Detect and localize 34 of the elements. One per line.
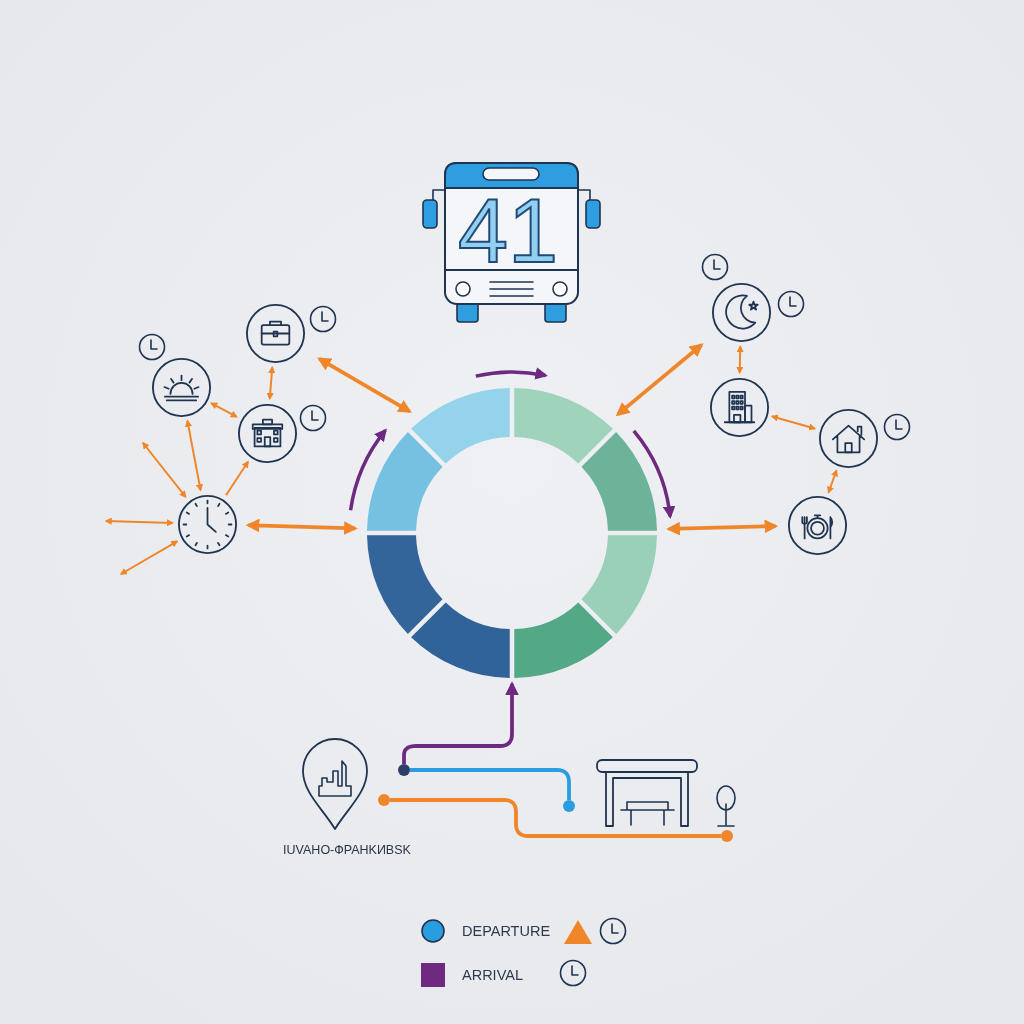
route-dot [398, 764, 410, 776]
segmented-ring [367, 388, 657, 678]
sunrise-icon [151, 357, 211, 417]
legend-label: ARRIVAL [462, 966, 523, 984]
plate-icon [787, 495, 847, 555]
route-dot [721, 830, 733, 842]
legend-label: DEPARTURE [462, 922, 551, 940]
double-arrow [736, 345, 744, 374]
route-dot [378, 794, 390, 806]
arrow [402, 681, 519, 764]
office-building-icon [709, 377, 769, 437]
arrow [225, 460, 249, 497]
double-arrow [184, 419, 204, 492]
double-arrow [266, 365, 276, 401]
double-arrow [615, 343, 704, 417]
double-arrow [104, 517, 174, 527]
moon-icon [711, 282, 771, 342]
clock-icon [177, 494, 237, 554]
place-name: IUVAHO-ФPAHKИBSK [282, 843, 412, 858]
house-icon [818, 408, 878, 468]
double-arrow [666, 519, 779, 536]
route-line [390, 798, 721, 838]
route-number: 41 [456, 195, 560, 267]
double-arrow [142, 441, 187, 499]
route-dot [563, 800, 575, 812]
double-arrow [210, 402, 238, 418]
double-arrow [245, 518, 358, 535]
double-arrow [770, 414, 817, 431]
briefcase-icon [245, 303, 305, 363]
double-arrow [827, 469, 838, 494]
double-arrow [119, 540, 179, 575]
route-line [410, 768, 571, 800]
building-icon [237, 403, 297, 463]
double-arrow [317, 357, 412, 414]
